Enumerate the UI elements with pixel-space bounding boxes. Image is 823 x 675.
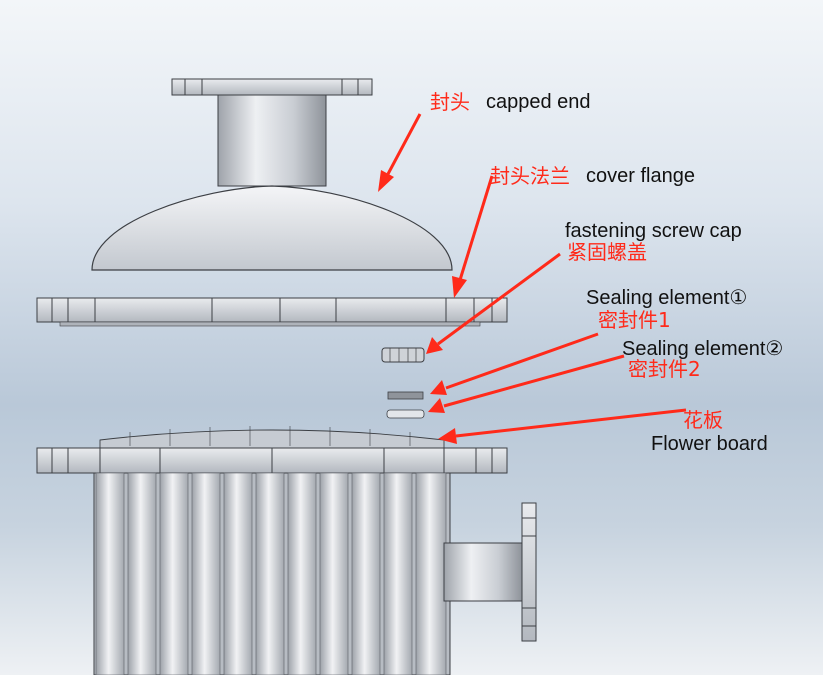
arrow-screw-cap — [437, 252, 561, 346]
arrowhead-sealing-1 — [430, 380, 447, 395]
label-screw-cap-en: fastening screw cap — [565, 220, 742, 242]
arrow-flower-board — [455, 408, 687, 438]
side-nozzle — [443, 502, 537, 642]
sealing-element-1-part — [387, 391, 424, 400]
label-sealing-2-en: Sealing element② — [622, 338, 784, 360]
arrowhead-screw-cap — [426, 337, 443, 354]
top-nozzle-pipe — [217, 94, 327, 187]
label-capped-end-cn: 封头 — [430, 90, 470, 114]
arrowhead-sealing-2 — [428, 398, 445, 413]
arrowhead-cover-flange — [452, 276, 467, 298]
sealing-element-2-part — [386, 409, 425, 419]
label-cover-flange-cn: 封头法兰 — [490, 164, 570, 188]
label-screw-cap-cn: 紧固螺盖 — [567, 240, 647, 264]
label-flower-board-cn: 花板 — [683, 408, 723, 432]
flower-board-part — [99, 426, 445, 449]
label-sealing-1-en: Sealing element① — [586, 287, 748, 309]
label-sealing-2-cn: 密封件2 — [628, 357, 701, 381]
top-nozzle-flange — [171, 78, 373, 96]
arrowhead-flower-board — [438, 428, 457, 444]
arrow-sealing-1 — [445, 332, 599, 390]
arrow-sealing-2 — [443, 354, 625, 408]
cover-flange — [36, 297, 508, 327]
label-capped-end-en: capped end — [486, 91, 591, 113]
label-cover-flange-en: cover flange — [586, 165, 695, 187]
arrow-capped-end — [386, 113, 422, 175]
capped-end — [91, 78, 453, 271]
arrow-cover-flange — [458, 175, 494, 281]
fastening-screw-cap-part — [381, 347, 425, 363]
tube-bundle — [93, 472, 451, 675]
annotation-arrows — [378, 113, 687, 444]
label-flower-board-en: Flower board — [651, 433, 768, 455]
label-sealing-1-cn: 密封件1 — [598, 308, 671, 332]
shell-flange — [36, 447, 508, 474]
dome-head — [91, 185, 453, 271]
arrowhead-capped-end — [378, 170, 394, 192]
